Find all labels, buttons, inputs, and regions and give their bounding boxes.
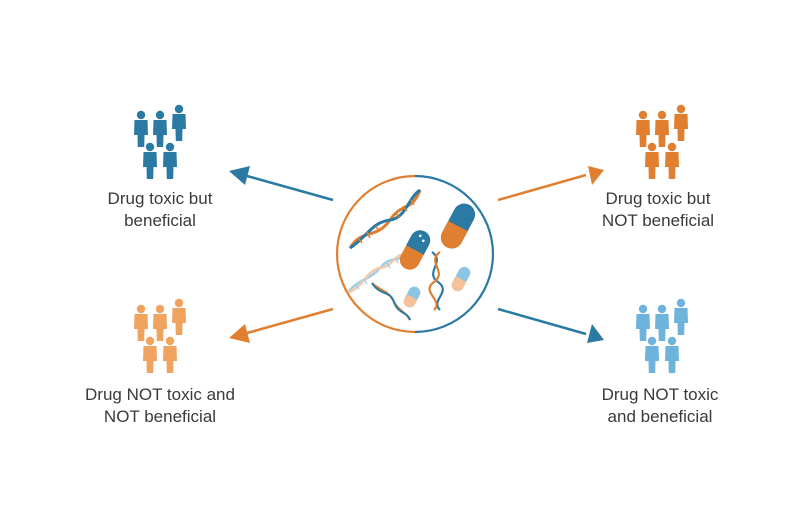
arrow-to-bottom-right: [497, 307, 604, 343]
capsule-icon: [440, 203, 476, 249]
group-label-bottom-right: Drug NOT toxic and beneficial: [560, 384, 760, 428]
capsule-icon: [451, 266, 471, 292]
group-label-top-left: Drug toxic but beneficial: [60, 188, 260, 232]
people-group-icon-top-left: [134, 105, 186, 179]
capsule-icon: [399, 230, 431, 270]
dna-helix-icon: [371, 282, 411, 321]
dna-helix-icon: [348, 188, 422, 250]
arrow-to-top-left: [229, 166, 334, 202]
group-label-bottom-left: Drug NOT toxic and NOT beneficial: [55, 384, 265, 428]
people-group-icon-bottom-right: [636, 299, 688, 373]
group-label-line: Drug NOT toxic: [601, 385, 719, 404]
group-label-line: and beneficial: [607, 407, 713, 426]
people-group-icon-top-right: [636, 105, 688, 179]
group-label-line: Drug toxic but: [605, 189, 711, 208]
dna-helix-icon: [428, 251, 444, 311]
arrow-to-bottom-left: [229, 307, 334, 343]
capsule-icon: [403, 286, 421, 308]
group-label-line: Drug NOT toxic and: [85, 385, 235, 404]
group-label-line: NOT beneficial: [103, 407, 217, 426]
group-label-line: beneficial: [124, 211, 196, 230]
dna-helix-icon: [347, 253, 406, 294]
people-group-icon-bottom-left: [134, 299, 186, 373]
group-label-top-right: Drug toxic but NOT beneficial: [558, 188, 758, 232]
group-label-line: Drug toxic but: [107, 189, 213, 208]
central-circle: [335, 174, 495, 334]
arrow-to-top-right: [497, 166, 604, 202]
group-label-line: NOT beneficial: [601, 211, 715, 230]
